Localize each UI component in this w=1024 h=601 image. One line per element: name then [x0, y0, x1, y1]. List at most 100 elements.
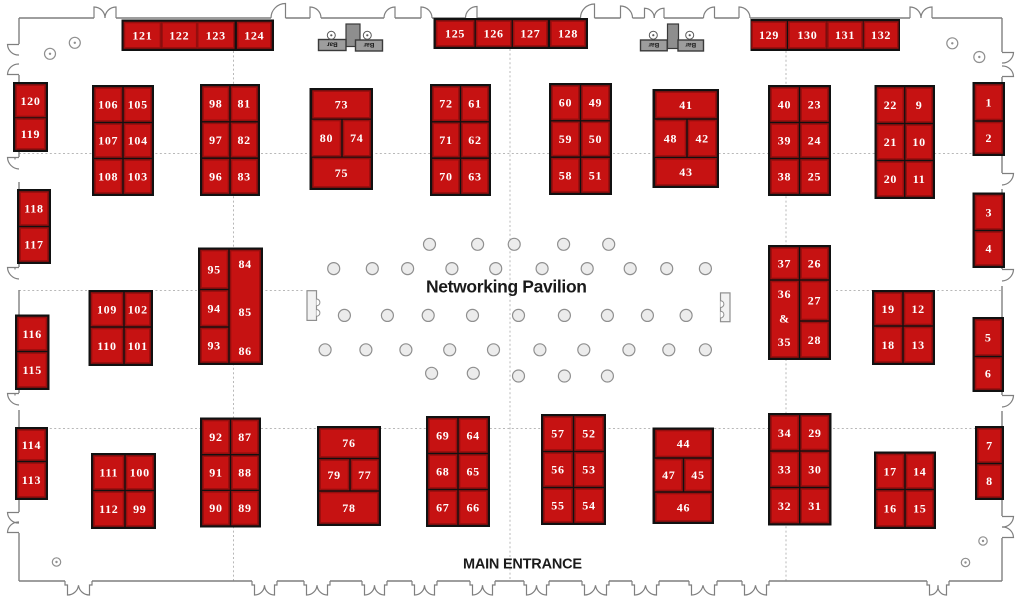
svg-text:130: 130 — [797, 28, 817, 42]
svg-text:62: 62 — [468, 133, 481, 147]
svg-text:59: 59 — [559, 132, 572, 146]
svg-text:67: 67 — [436, 501, 449, 515]
svg-text:Bar: Bar — [648, 41, 659, 48]
svg-text:75: 75 — [335, 166, 348, 180]
svg-text:73: 73 — [335, 98, 348, 112]
svg-text:125: 125 — [445, 27, 465, 41]
svg-text:76: 76 — [342, 436, 355, 450]
svg-text:123: 123 — [206, 28, 226, 42]
svg-text:119: 119 — [21, 127, 40, 141]
svg-text:95: 95 — [207, 262, 220, 276]
svg-text:109: 109 — [97, 302, 117, 316]
svg-text:85: 85 — [238, 305, 251, 319]
svg-text:34: 34 — [778, 426, 791, 440]
svg-text:93: 93 — [207, 338, 220, 352]
svg-text:56: 56 — [551, 463, 564, 477]
svg-text:11: 11 — [913, 172, 926, 186]
svg-text:25: 25 — [808, 170, 821, 184]
svg-text:113: 113 — [22, 473, 41, 487]
svg-text:53: 53 — [582, 463, 595, 477]
svg-text:49: 49 — [589, 96, 602, 110]
svg-text:39: 39 — [778, 134, 791, 148]
svg-text:3: 3 — [985, 205, 992, 219]
svg-text:60: 60 — [559, 96, 572, 110]
svg-text:9: 9 — [916, 98, 923, 112]
svg-text:50: 50 — [589, 132, 602, 146]
svg-text:100: 100 — [130, 466, 150, 480]
svg-text:114: 114 — [22, 438, 41, 452]
svg-text:132: 132 — [871, 28, 891, 42]
svg-text:70: 70 — [439, 169, 452, 183]
svg-text:101: 101 — [128, 339, 148, 353]
svg-text:78: 78 — [342, 501, 355, 515]
svg-text:106: 106 — [98, 98, 118, 112]
svg-text:120: 120 — [20, 94, 40, 108]
svg-text:14: 14 — [913, 464, 926, 478]
svg-text:22: 22 — [884, 98, 897, 112]
svg-text:92: 92 — [209, 430, 222, 444]
svg-text:131: 131 — [835, 28, 855, 42]
svg-text:61: 61 — [468, 97, 481, 111]
svg-text:38: 38 — [778, 170, 791, 184]
svg-text:54: 54 — [582, 499, 595, 513]
svg-text:105: 105 — [128, 98, 148, 112]
svg-text:118: 118 — [24, 202, 43, 216]
svg-text:102: 102 — [128, 302, 148, 316]
svg-text:96: 96 — [209, 169, 222, 183]
svg-text:111: 111 — [99, 466, 118, 480]
svg-text:121: 121 — [132, 28, 152, 42]
svg-text:112: 112 — [99, 502, 118, 516]
svg-text:68: 68 — [436, 465, 449, 479]
svg-text:43: 43 — [679, 165, 692, 179]
svg-text:97: 97 — [209, 133, 222, 147]
svg-text:89: 89 — [238, 501, 251, 515]
svg-text:128: 128 — [558, 27, 578, 41]
svg-text:66: 66 — [466, 501, 479, 515]
svg-text:MAIN ENTRANCE: MAIN ENTRANCE — [463, 557, 582, 573]
svg-text:69: 69 — [436, 429, 449, 443]
svg-text:55: 55 — [551, 499, 564, 513]
svg-text:124: 124 — [244, 28, 264, 42]
svg-text:41: 41 — [679, 98, 692, 112]
svg-text:71: 71 — [439, 133, 452, 147]
svg-text:33: 33 — [778, 462, 791, 476]
svg-text:48: 48 — [664, 131, 677, 145]
svg-text:Bar: Bar — [326, 41, 337, 48]
svg-text:24: 24 — [808, 134, 821, 148]
svg-text:129: 129 — [759, 28, 779, 42]
svg-text:17: 17 — [883, 464, 896, 478]
svg-text:72: 72 — [439, 97, 452, 111]
svg-text:30: 30 — [808, 462, 821, 476]
svg-text:44: 44 — [677, 437, 690, 451]
svg-text:74: 74 — [350, 131, 363, 145]
svg-text:10: 10 — [912, 135, 925, 149]
svg-text:80: 80 — [320, 131, 333, 145]
svg-text:29: 29 — [808, 426, 821, 440]
svg-text:79: 79 — [327, 468, 340, 482]
svg-text:19: 19 — [881, 302, 894, 316]
svg-text:57: 57 — [551, 427, 564, 441]
svg-text:82: 82 — [237, 133, 250, 147]
svg-text:36: 36 — [778, 287, 791, 301]
svg-text:83: 83 — [237, 169, 250, 183]
svg-text:15: 15 — [913, 502, 926, 516]
svg-text:2: 2 — [985, 131, 992, 145]
svg-text:20: 20 — [884, 172, 897, 186]
svg-text:87: 87 — [238, 430, 251, 444]
svg-text:26: 26 — [808, 256, 821, 270]
svg-text:1: 1 — [985, 95, 992, 109]
svg-text:63: 63 — [468, 169, 481, 183]
svg-text:Networking Pavilion: Networking Pavilion — [426, 277, 587, 297]
svg-text:13: 13 — [911, 338, 924, 352]
svg-text:12: 12 — [911, 302, 924, 316]
svg-text:4: 4 — [985, 242, 992, 256]
svg-text:8: 8 — [986, 474, 993, 488]
svg-text:42: 42 — [695, 131, 708, 145]
svg-text:16: 16 — [883, 502, 896, 516]
svg-text:37: 37 — [778, 256, 791, 270]
svg-text:40: 40 — [778, 98, 791, 112]
svg-text:51: 51 — [589, 168, 602, 182]
svg-text:&: & — [779, 312, 790, 326]
svg-text:46: 46 — [677, 500, 690, 514]
svg-text:18: 18 — [881, 338, 894, 352]
